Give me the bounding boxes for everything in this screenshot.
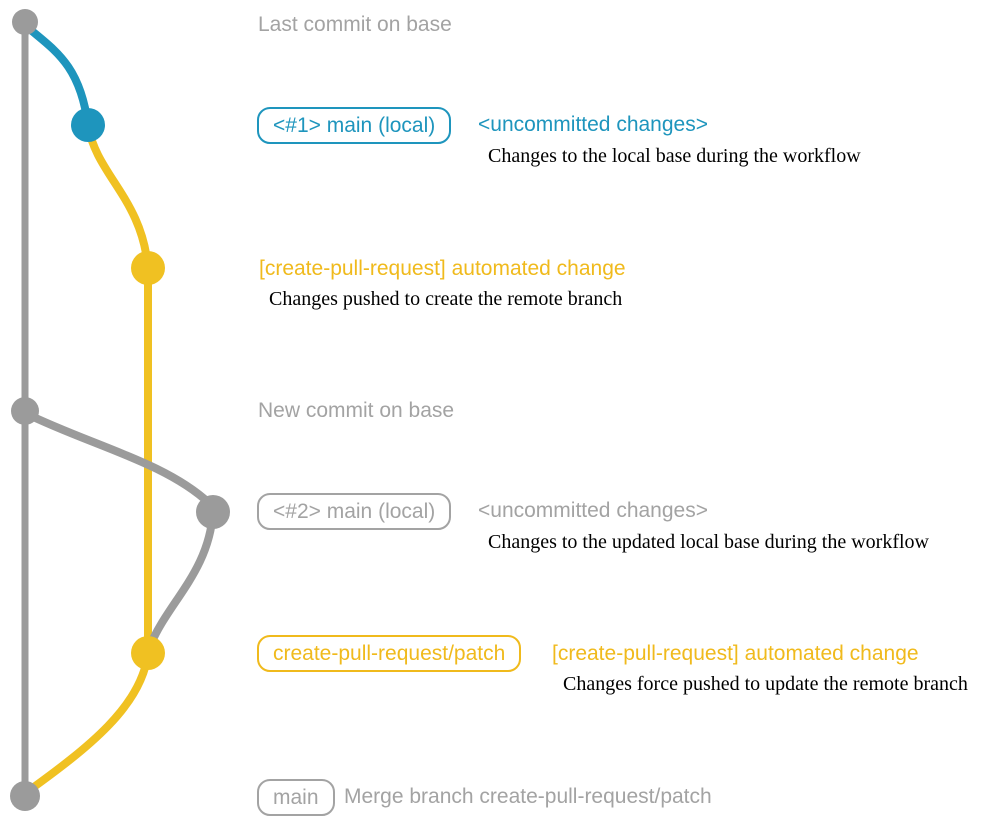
initial-branch-curve (22, 22, 92, 129)
commit-node-last-base (12, 9, 38, 35)
description-automated-1: Changes pushed to create the remote bran… (269, 288, 623, 310)
branch-box-label: <#2> main (local) (273, 499, 436, 523)
rebase-return-curve (146, 508, 217, 650)
commit-node-local-1 (71, 108, 105, 142)
commit-message-automated-2: [create-pull-request] automated change (552, 642, 919, 665)
commit-node-merge (10, 781, 40, 811)
commit-node-automated-2 (131, 636, 165, 670)
commit-message-merge: Merge branch create-pull-request/patch (344, 785, 712, 808)
last-commit-label: Last commit on base (258, 13, 452, 36)
branch-creation-curve (84, 121, 152, 272)
branch-box-main-local-2: <#2> main (local) (257, 493, 452, 530)
branch-box-main: main (257, 779, 335, 816)
commit-node-automated-1 (131, 251, 165, 285)
branch-box-main-local-1: <#1> main (local) (257, 107, 452, 144)
uncommitted-changes-2: <uncommitted changes> (478, 499, 708, 522)
new-commit-label: New commit on base (258, 399, 455, 422)
branch-box-patch: create-pull-request/patch (257, 635, 522, 672)
commit-node-local-2 (196, 495, 230, 529)
description-local-2: Changes to the updated local base during… (488, 531, 929, 553)
merge-curve (23, 649, 152, 796)
branch-box-label: create-pull-request/patch (273, 641, 506, 665)
commit-message-automated-1: [create-pull-request] automated change (259, 257, 626, 280)
branch-box-label: <#1> main (local) (273, 113, 436, 137)
branch-box-label: main (273, 785, 319, 809)
commit-node-new-base (11, 397, 39, 425)
uncommitted-changes-1: <uncommitted changes> (478, 113, 708, 136)
rebase-out-curve (21, 409, 213, 507)
description-local-1: Changes to the local base during the wor… (488, 145, 861, 167)
description-automated-2: Changes force pushed to update the remot… (563, 673, 968, 695)
